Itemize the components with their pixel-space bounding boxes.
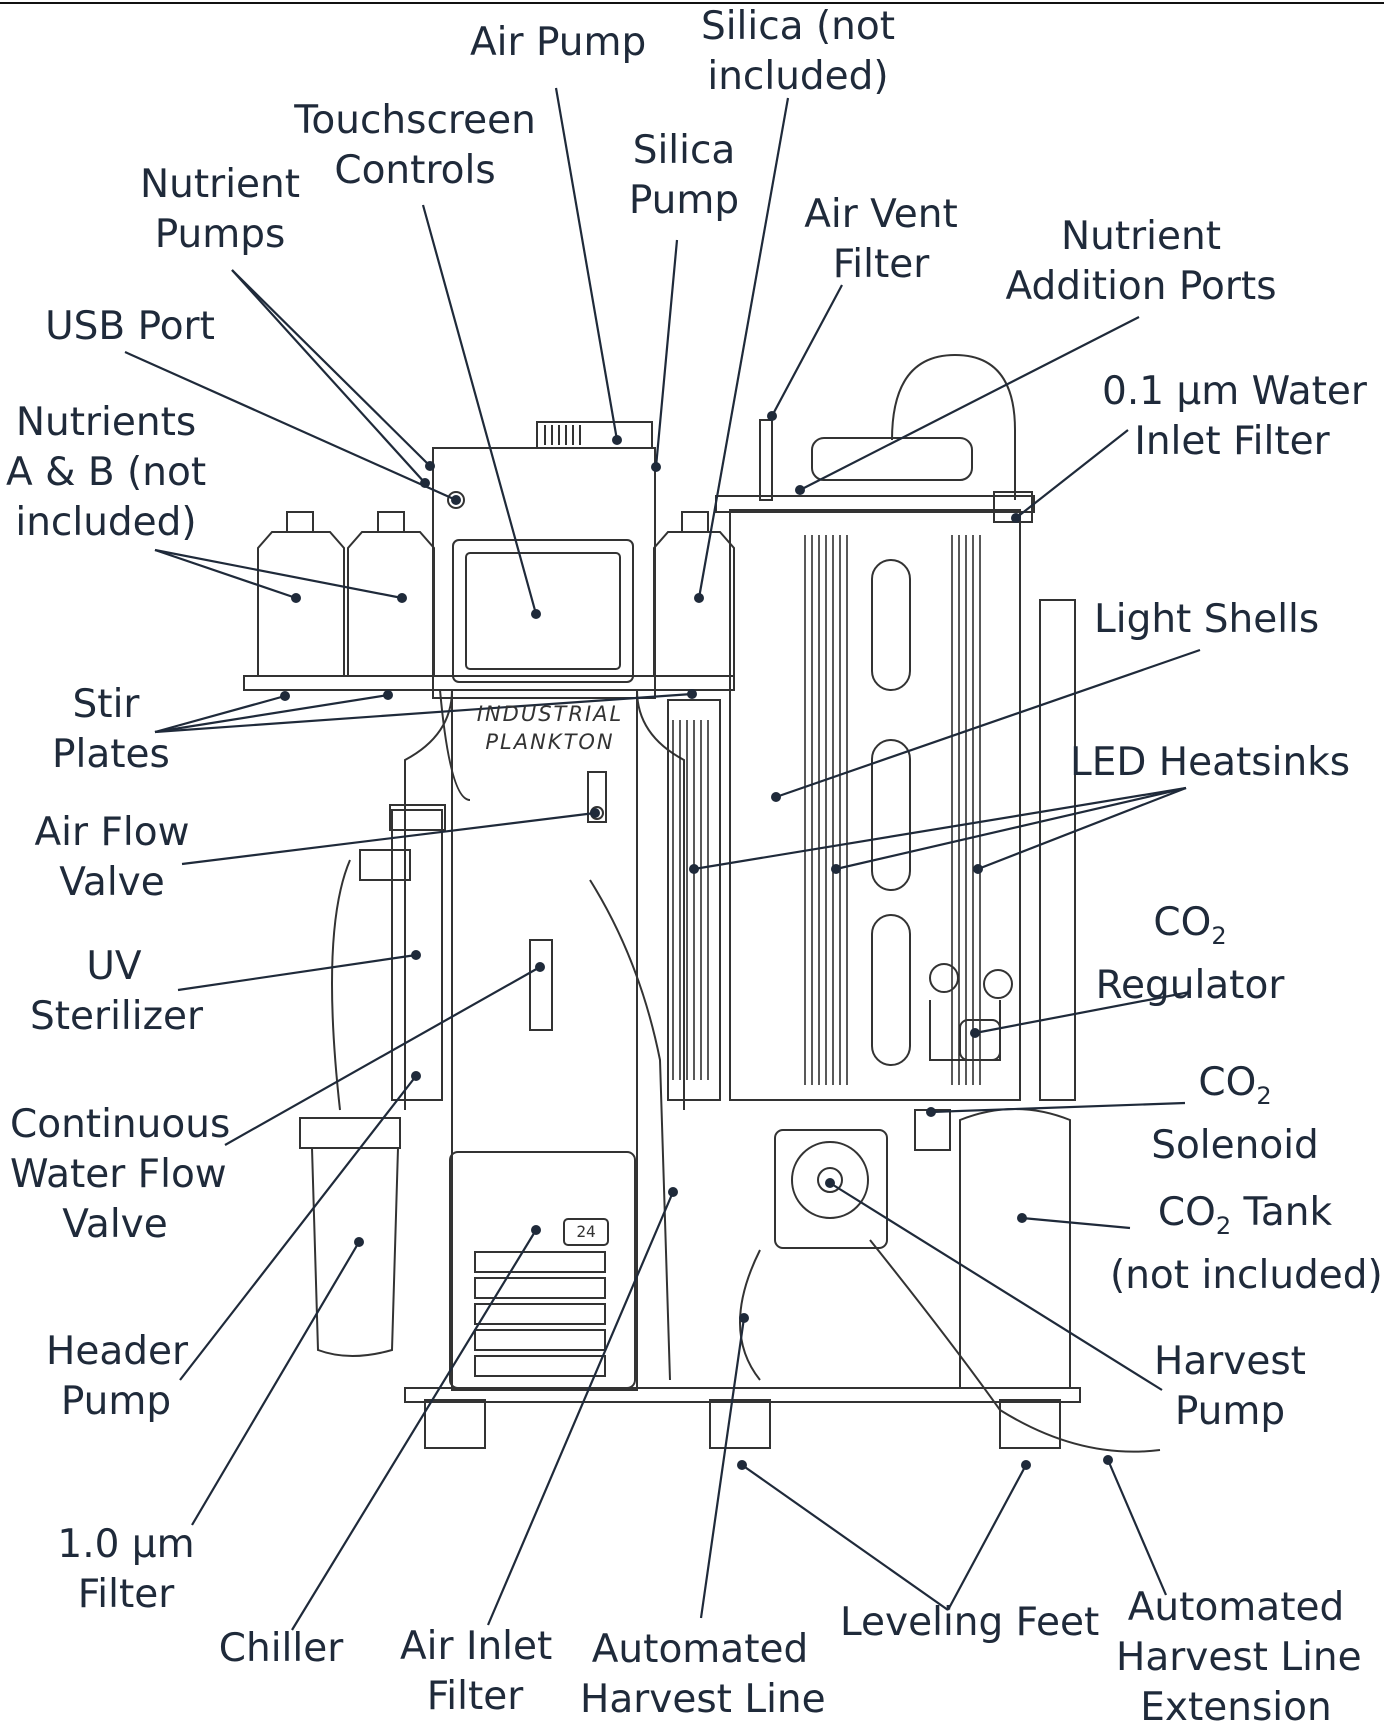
- leader-stir-plates-1: [154, 694, 286, 734]
- leader-led-heatsinks-2: [835, 786, 1187, 871]
- label-air-vent-filter: Air Vent Filter: [804, 192, 958, 287]
- leader-uv-sterilizer: [177, 953, 417, 992]
- leader-nutrient-pumps-1: [231, 269, 431, 467]
- leader-nutrients-ab-2: [154, 548, 403, 600]
- label-nutrients-ab: Nutrients A & B (not included): [6, 400, 207, 545]
- label-touchscreen-controls: Touchscreen Controls: [294, 98, 536, 193]
- leader-chiller: [291, 1229, 537, 1631]
- leader-1um-filter: [191, 1241, 360, 1526]
- leader-stir-plates-2: [154, 693, 389, 734]
- uv-sterilizer-drawing: [359, 804, 446, 1101]
- brand-line1: INDUSTRIAL: [476, 702, 624, 726]
- leader-silica-pump: [654, 239, 679, 468]
- leader-leveling-feet-1: [741, 1464, 949, 1611]
- label-harvest-pump: Harvest Pump: [1154, 1339, 1306, 1434]
- leader-automated-harvest-line: [699, 1317, 746, 1619]
- leader-lines: [124, 87, 1201, 1631]
- label-nutrient-addition-ports: Nutrient Addition Ports: [1005, 214, 1277, 309]
- leader-light-shells: [775, 648, 1201, 799]
- top-border: [0, 2, 1384, 4]
- leader-silica-not-included: [697, 97, 790, 599]
- label-co2-tank: CO2 Tank (not included): [1110, 1190, 1383, 1298]
- filter-housing-drawing: [299, 1117, 401, 1357]
- leader-automated-harvest-line-extension: [1106, 1459, 1168, 1596]
- label-automated-harvest-line: Automated Harvest Line: [580, 1627, 826, 1722]
- label-led-heatsinks: LED Heatsinks: [1070, 740, 1351, 785]
- leader-led-heatsinks-1: [693, 786, 1187, 871]
- label-chiller: Chiller: [218, 1626, 344, 1671]
- leader-leveling-feet-2: [947, 1464, 1027, 1611]
- leader-led-heatsinks-3: [977, 786, 1187, 871]
- hoses-drawing: [331, 689, 1161, 1453]
- label-air-pump: Air Pump: [470, 20, 647, 65]
- brand-line2: PLANKTON: [485, 730, 615, 754]
- label-uv-sterilizer: UV Sterilizer: [30, 944, 204, 1039]
- label-1um-filter: 1.0 µm Filter: [57, 1522, 195, 1617]
- co2-regulator-drawing: [929, 963, 1013, 1061]
- leader-continuous-water-flow-valve: [224, 966, 541, 1146]
- light-shell-slots: [871, 559, 911, 1066]
- brand-logo: INDUSTRIAL PLANKTON: [470, 700, 630, 756]
- air-pump-fins: [544, 425, 581, 445]
- leader-nutrient-pumps-2: [231, 269, 426, 484]
- harvest-pump-drawing: [774, 1129, 888, 1249]
- nutrient-jugs-drawing: [257, 511, 735, 677]
- leveling-feet-drawing: [404, 1387, 1081, 1449]
- label-stir-plates: Stir Plates: [52, 682, 170, 777]
- co2-tank-drawing: [959, 1108, 1071, 1389]
- leader-air-vent-filter: [771, 284, 843, 417]
- leader-nutrient-addition-ports: [799, 316, 1140, 491]
- chiller-display: 24: [563, 1218, 609, 1246]
- leader-stir-plates-3: [154, 692, 693, 734]
- control-box-drawing: [432, 421, 656, 699]
- leader-usb-port: [124, 350, 457, 502]
- label-header-pump: Header Pump: [46, 1329, 189, 1424]
- label-light-shells: Light Shells: [1094, 597, 1320, 642]
- label-air-inlet-filter: Air Inlet Filter: [400, 1624, 553, 1719]
- tray-drawing: [243, 675, 735, 691]
- label-leveling-feet: Leveling Feet: [840, 1600, 1100, 1645]
- label-co2-regulator: CO2 Regulator: [1095, 900, 1285, 1008]
- label-water-inlet-filter: 0.1 µm Water Inlet Filter: [1102, 369, 1367, 464]
- leader-co2-tank: [1021, 1216, 1131, 1230]
- label-automated-harvest-line-extension: Automated Harvest Line Extension: [1116, 1585, 1362, 1730]
- leader-air-pump: [554, 87, 619, 441]
- leader-air-flow-valve: [181, 811, 596, 866]
- leader-air-inlet-filter: [486, 1191, 675, 1626]
- chiller-drawing: [449, 1151, 636, 1389]
- label-co2-solenoid: CO2 Solenoid: [1151, 1060, 1319, 1168]
- leader-dots: [280, 411, 1113, 1470]
- label-usb-port: USB Port: [45, 304, 215, 349]
- leader-harvest-pump: [829, 1182, 1163, 1391]
- leader-co2-regulator: [974, 990, 1191, 1035]
- leader-co2-solenoid: [930, 1101, 1186, 1114]
- led-heatsinks-drawing: [672, 535, 981, 1085]
- label-continuous-water-flow-valve: Continuous Water Flow Valve: [10, 1102, 231, 1247]
- leader-header-pump: [179, 1075, 417, 1381]
- leader-water-inlet-filter: [1015, 429, 1129, 519]
- central-column-drawing: [404, 689, 685, 1391]
- label-nutrient-pumps: Nutrient Pumps: [140, 162, 301, 257]
- leader-touchscreen-controls: [421, 204, 538, 615]
- label-silica-not-included: Silica (not included): [700, 4, 896, 99]
- leader-nutrients-ab-1: [154, 548, 297, 600]
- label-air-flow-valve: Air Flow Valve: [34, 810, 190, 905]
- label-silica-pump: Silica Pump: [628, 128, 740, 223]
